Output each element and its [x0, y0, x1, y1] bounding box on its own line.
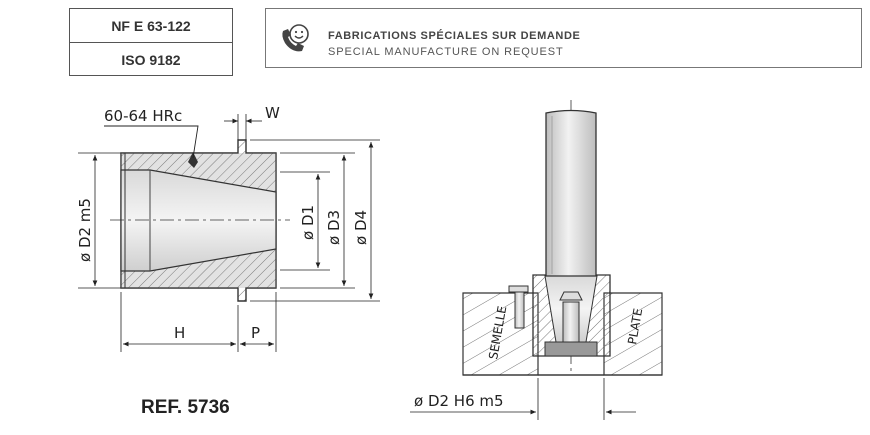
dimension-w: W [224, 104, 280, 140]
hardness-label: 60-64 HRc [104, 107, 182, 125]
dimension-h-label: H [174, 324, 185, 342]
hardness-callout: 60-64 HRc [104, 107, 199, 159]
dimension-d2m5: ø D2 m5 [76, 152, 121, 289]
standard-iso: ISO 9182 [70, 42, 232, 76]
special-line-fr: FABRICATIONS SPÉCIALES SUR DEMANDE [328, 30, 581, 42]
assembly-view [462, 100, 663, 376]
dimension-d1-label: ø D1 [299, 205, 317, 240]
dimension-d3-label: ø D3 [325, 210, 343, 245]
special-line-en: SPECIAL MANUFACTURE ON REQUEST [328, 46, 564, 58]
dimension-p-label: P [251, 324, 260, 342]
standard-nf: NF E 63-122 [111, 17, 191, 34]
special-manufacture-banner: FABRICATIONS SPÉCIALES SUR DEMANDE SPECI… [265, 8, 862, 68]
reference-number: REF. 5736 [141, 397, 230, 418]
dimensions-h-p: H P [120, 292, 277, 352]
phone-smiley-icon [282, 24, 309, 52]
bushing-section [110, 139, 290, 302]
dimension-w-label: W [265, 104, 280, 122]
dimension-d2h6m5-label: ø D2 H6 m5 [414, 392, 504, 410]
plate-label: PLATE [625, 307, 645, 345]
dimension-d4-label: ø D4 [352, 210, 370, 245]
dimension-d2m5-label: ø D2 m5 [76, 198, 94, 262]
standards-box: NF E 63-122 ISO 9182 [69, 8, 233, 76]
dimension-d2h6m5: ø D2 H6 m5 [410, 378, 636, 420]
dimensions-d1-d3-d4: ø D1 ø D3 ø D4 [250, 139, 380, 302]
